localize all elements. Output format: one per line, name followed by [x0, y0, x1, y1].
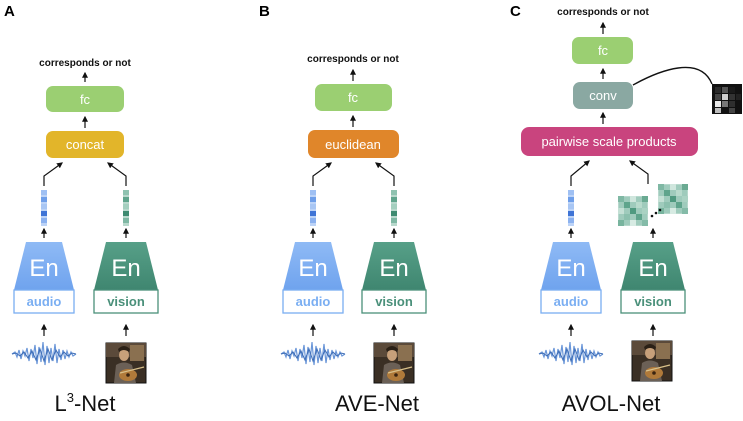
network-name: AVE-Net	[335, 391, 419, 416]
vision-label: vision	[107, 294, 145, 309]
vision-embedding	[391, 190, 397, 226]
fc-label: fc	[80, 92, 91, 107]
audio-label-box	[13, 289, 75, 314]
audio-waveform	[280, 341, 346, 366]
audio-label: audio	[554, 294, 589, 309]
vision-encoder-label: En	[638, 255, 667, 282]
vision-encoder	[362, 242, 426, 290]
vision-encoder-label: En	[379, 255, 408, 282]
vision-encoder	[621, 242, 685, 290]
output-label: corresponds or not	[307, 54, 399, 65]
kernel-connector	[632, 66, 713, 86]
audio-encoder-label: En	[29, 255, 58, 282]
panel-b: B corresponds or not fc euclidean En aud…	[259, 3, 427, 416]
euclidean-layer	[308, 130, 399, 158]
output-label: corresponds or not	[39, 58, 131, 69]
audio-embedding	[41, 190, 47, 226]
vision-label: vision	[375, 294, 413, 309]
fc-label: fc	[598, 43, 609, 58]
output-label: corresponds or not	[557, 7, 649, 18]
audio-encoder	[283, 242, 343, 290]
concat-layer	[46, 131, 124, 158]
audio-embedding	[568, 190, 574, 226]
fc-label: fc	[348, 90, 359, 105]
vision-encoder-label: En	[111, 255, 140, 282]
network-name: L3-Net	[54, 390, 115, 416]
audio-label-box	[540, 289, 602, 314]
audio-encoder	[541, 242, 601, 290]
panel-letter: A	[4, 3, 15, 20]
vision-encoder	[94, 242, 158, 290]
vision-label-box	[361, 289, 427, 314]
video-frame	[631, 340, 673, 382]
audio-label: audio	[27, 294, 62, 309]
panel-letter: B	[259, 3, 270, 20]
audio-waveform	[538, 341, 604, 366]
video-frame	[105, 342, 147, 384]
fc-layer	[315, 84, 392, 111]
panel-a: A corresponds or not fc concat En audio …	[4, 3, 159, 416]
fusion-label: pairwise scale products	[541, 134, 677, 149]
pairwise-layer	[521, 127, 698, 156]
panel-c: C corresponds or not fc conv pairwise sc…	[510, 3, 742, 416]
fc-layer	[46, 86, 124, 112]
vision-label-box	[620, 289, 686, 314]
vision-label-box	[93, 289, 159, 314]
fusion-label: euclidean	[325, 137, 381, 152]
audio-encoder-label: En	[298, 255, 327, 282]
audio-encoder-label: En	[556, 255, 585, 282]
vision-label: vision	[634, 294, 672, 309]
vision-feature-maps	[617, 183, 689, 227]
fusion-label: concat	[66, 137, 105, 152]
fc-layer	[572, 37, 633, 64]
conv-layer	[573, 82, 633, 109]
audio-waveform	[11, 341, 77, 366]
conv-label: conv	[589, 88, 617, 103]
vision-embedding	[123, 190, 129, 226]
panel-letter: C	[510, 3, 521, 20]
audio-label: audio	[296, 294, 331, 309]
audio-encoder	[14, 242, 74, 290]
video-frame	[373, 342, 415, 384]
audio-label-box	[282, 289, 344, 314]
audio-embedding	[310, 190, 316, 226]
network-name: AVOL-Net	[562, 391, 661, 416]
conv-kernel	[712, 84, 742, 114]
